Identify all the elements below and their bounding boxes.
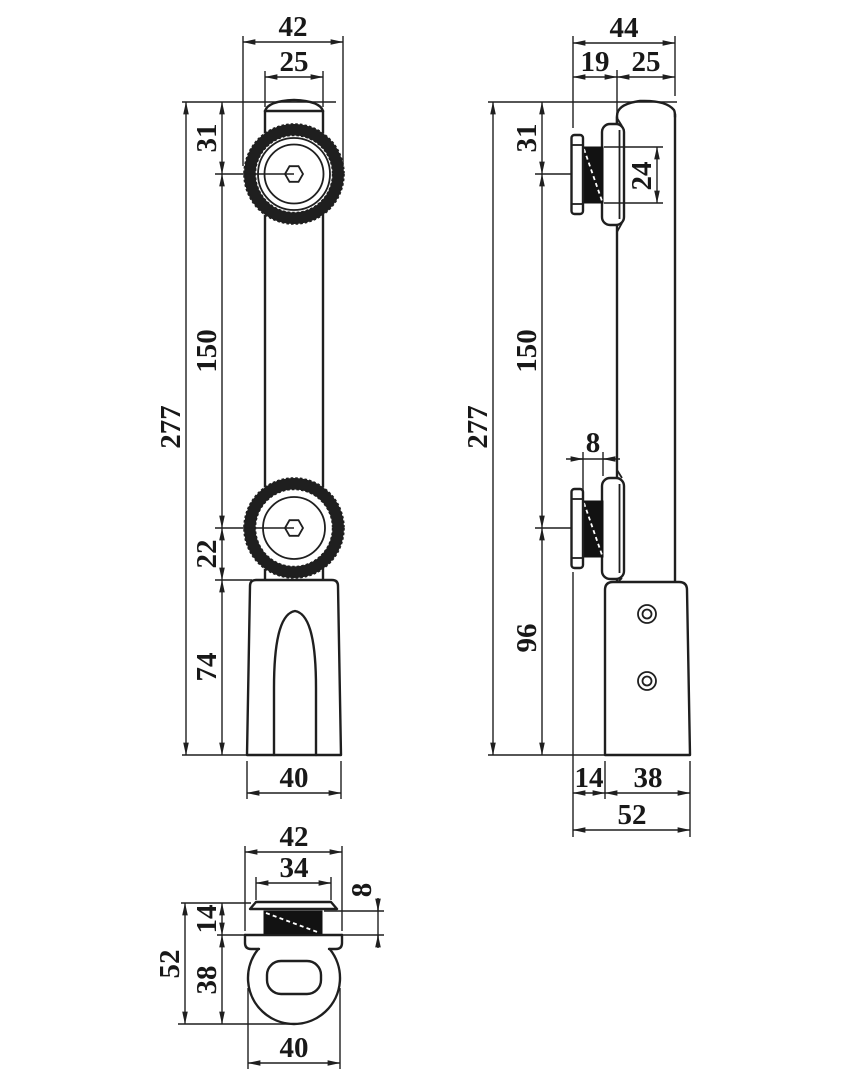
dim-side-wheel-offset: 19: [581, 46, 610, 78]
dim-side-top-to-roller: 31: [511, 124, 543, 153]
dim-bottom-roller-edge: 8: [346, 883, 378, 898]
dim-front-roller-diameter: 42: [279, 11, 308, 43]
dim-bottom-cap-top-width: 34: [280, 852, 309, 884]
dim-bottom-base-diameter: 40: [280, 1032, 309, 1064]
side-base-plate: [603, 580, 692, 757]
dim-side-pad-to-base: 14: [575, 762, 604, 794]
side-dome-cap: [615, 99, 677, 126]
side-hub-lower: [582, 500, 604, 558]
dim-front-base-height: 74: [191, 653, 223, 682]
dim-side-hub-diameter: 24: [626, 162, 658, 191]
side-dimensions: 44 19 25 31 24 150 277: [462, 12, 691, 837]
dim-side-body-depth: 25: [632, 46, 661, 78]
screw-hole-upper: [637, 604, 657, 624]
side-view: 44 19 25 31 24 150 277: [462, 12, 692, 837]
dim-front-cap-width: 25: [280, 46, 309, 78]
side-wheel-upper: [600, 122, 626, 227]
screw-hole-lower: [637, 671, 657, 691]
bottom-flange-left: [243, 933, 261, 951]
dim-side-roller-to-bottom: 96: [511, 624, 543, 653]
dim-front-roller-spacing: 150: [191, 329, 223, 373]
dim-front-top-to-roller: 31: [191, 124, 223, 153]
side-hub-upper: [582, 146, 604, 204]
dim-bottom-cap-height: 14: [191, 905, 223, 934]
dim-side-roller-spacing: 150: [511, 329, 543, 373]
side-wheel-lower: [600, 476, 626, 581]
side-roller-lower: [570, 469, 626, 583]
bottom-cap: [248, 900, 339, 911]
bottom-slot: [265, 959, 323, 996]
front-dome-cap: [263, 98, 325, 113]
dim-front-total-height: 277: [155, 405, 187, 449]
dim-side-groove-width: 8: [586, 427, 601, 459]
front-axle-hex-lower: [283, 519, 305, 537]
bottom-flange-right: [327, 933, 344, 951]
bottom-dimensions: 42 34 8 14 38 52: [154, 821, 384, 1069]
side-clamp-pad-lower: [570, 487, 585, 570]
dim-front-base-width: 40: [280, 762, 309, 794]
front-dimensions: 42 25 31 150 277 22 74: [155, 11, 344, 799]
front-base-arch-cutout: [272, 609, 318, 757]
front-view: 42 25 31 150 277 22 74: [155, 11, 345, 799]
dim-side-total-height: 277: [462, 405, 494, 449]
dim-bottom-total-height: 52: [154, 950, 186, 979]
dim-bottom-flange-width: 42: [280, 821, 309, 853]
bottom-view: 42 34 8 14 38 52: [154, 821, 384, 1069]
side-roller-upper: [570, 117, 626, 233]
dim-side-base-total-depth: 52: [618, 799, 647, 831]
front-axle-hex-upper: [283, 165, 305, 183]
dim-front-roller-to-base: 22: [191, 540, 223, 569]
front-base: [245, 578, 343, 757]
dim-bottom-body-height: 38: [191, 966, 223, 995]
dim-side-base-depth: 38: [634, 762, 663, 794]
side-clamp-pad-upper: [570, 133, 585, 216]
dim-side-total-depth: 44: [610, 12, 639, 44]
